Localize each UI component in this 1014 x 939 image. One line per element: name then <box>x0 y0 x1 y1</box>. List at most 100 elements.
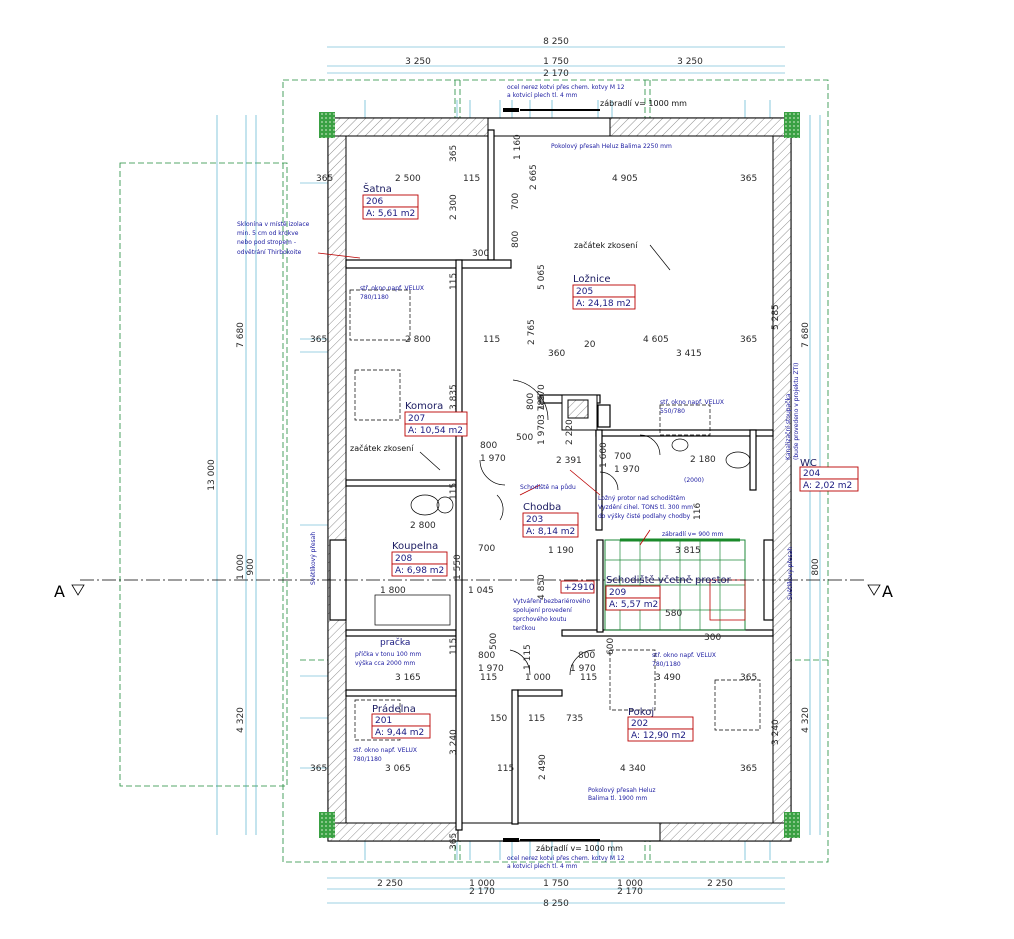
stair-hole-note-3: do výšky čisté podlahy chodby <box>598 513 691 520</box>
insulation-note-4: odvětrání Thirbokoite <box>237 249 302 256</box>
roof-bottom-note-2: Balima tl. 1900 mm <box>588 795 647 802</box>
shower-note-4: terčkou <box>513 625 536 632</box>
velux-note-4: stř. okno napf. VELUX <box>353 747 417 754</box>
dim: 2 490 <box>538 754 548 780</box>
room-area: A: 5,57 m2 <box>609 600 658 610</box>
overall-top-total: 8 250 <box>543 37 569 47</box>
room-area: A: 24,18 m2 <box>576 299 631 309</box>
rail-detail-top-2: a kotvicí plech tl. 4 mm <box>507 92 578 99</box>
dim: 3 815 <box>675 546 701 556</box>
dim: 3 785 <box>537 394 547 420</box>
dim: 365 <box>449 145 459 162</box>
dim: 365 <box>740 764 757 774</box>
insulation-note-1: Sklonína v místě izolace <box>237 221 310 228</box>
right-middle: 800 <box>811 558 821 575</box>
skylight-left-note: Světlíkový přesah <box>310 532 317 585</box>
bottom-seg-3: 1 750 <box>543 879 569 889</box>
stair-note: Schodiště na půdu <box>520 484 576 491</box>
fixtures <box>349 289 761 741</box>
dim: 115 <box>449 638 459 655</box>
dim: 1 600 <box>599 442 609 468</box>
velux-size-3: 780/1180 <box>652 661 681 668</box>
dim: 116 <box>693 503 703 520</box>
laundry-note-1: příčka v tonu 100 mm <box>355 651 421 658</box>
room-schodiste: Schodiště včetně prostor 209 A: 5,57 m2 <box>605 574 732 611</box>
roof-top-note: Pokolový přesah Heluz Balima 2250 mm <box>551 143 672 150</box>
room-wc: WC 204 A: 2,02 m2 <box>799 458 859 492</box>
dim: 1 115 <box>523 644 533 670</box>
dim: 1 970 <box>478 664 504 674</box>
dim: 300 <box>472 249 489 259</box>
row3-dims: 360 20 3 415 <box>548 340 702 359</box>
left-middle-2: 900 <box>246 558 256 575</box>
railing-bottom-note: zábradlí v= 1000 mm <box>536 844 623 853</box>
dim: 500 <box>516 433 533 443</box>
room-number: 205 <box>576 287 593 297</box>
dim: 1 970 <box>537 384 547 410</box>
room-pokoj: Pokoj 202 A: 12,90 m2 <box>627 707 694 742</box>
dim: 3 240 <box>771 719 781 745</box>
dim: 700 <box>511 193 521 210</box>
room-name: Prádelna <box>372 703 416 715</box>
dim: 1 970 <box>537 419 547 445</box>
room-name: Koupelna <box>392 541 438 552</box>
dim: 500 <box>489 633 499 650</box>
top-inner: 2 170 <box>543 69 569 79</box>
bevel-note-1: začátek zkosení <box>574 240 638 250</box>
left-middle: 1 000 <box>236 554 246 580</box>
dim: 2 180 <box>690 455 716 465</box>
velux-note-2: stř. okno napf. VELUX <box>660 399 724 406</box>
room-number: 201 <box>375 716 392 726</box>
room-area: A: 9,44 m2 <box>375 728 424 738</box>
dim: 20 <box>584 340 596 350</box>
misc-dims: 300 800 1 970 800 1 970 500 1 970 2 220 … <box>380 249 781 745</box>
room-area: A: 10,54 m2 <box>408 426 463 436</box>
dim: 1 045 <box>468 586 494 596</box>
stair-rail-note: zábradlí v= 900 mm <box>662 531 724 538</box>
section-mark-right: A <box>882 582 893 601</box>
dim: 2 220 <box>565 419 575 445</box>
dim: 150 <box>490 714 507 724</box>
dim: 3 490 <box>655 673 681 683</box>
dim: 2 800 <box>410 521 436 531</box>
dim: 4 340 <box>620 764 646 774</box>
top-seg-2: 1 750 <box>543 57 569 67</box>
row1-dims: 365 2 500 115 2 665 4 905 365 <box>316 164 757 190</box>
insulation-note-3: nebo pod stropem - <box>237 239 296 246</box>
rail-detail-top-1: ocel nerez kotvi přes chem. kotvy M 12 <box>507 84 625 91</box>
left-total: 13 000 <box>207 459 217 491</box>
room-area: A: 5,61 m2 <box>366 209 415 219</box>
rail-detail-bottom-1: ocel nerez kotvi přes chem. kotvy M 12 <box>507 855 625 862</box>
dim: 700 <box>478 544 495 554</box>
room-name: WC <box>800 458 817 469</box>
left-top: 7 680 <box>236 322 246 348</box>
velux-note-1: stř. okno napf. VELUX <box>360 285 424 292</box>
vertical-dims-2: 1 160 700 800 5 065 3 785 <box>511 134 547 420</box>
room-name: Šatna <box>363 182 392 195</box>
dim: 365 <box>316 174 333 184</box>
level-mark: +2910 <box>564 583 595 593</box>
right-bottom: 4 320 <box>801 707 811 733</box>
room-name: Chodba <box>523 502 561 513</box>
right-top: 7 680 <box>801 322 811 348</box>
dim: 2 800 <box>405 335 431 345</box>
dim: 365 <box>310 335 327 345</box>
shower-note-2: spolujení provedení <box>513 607 572 614</box>
skylight-right-note: Světlíkový přesah <box>787 547 794 600</box>
room-number: 207 <box>408 414 425 424</box>
room-satna: Šatna 206 A: 5,61 m2 <box>362 182 419 220</box>
velux-size-4: 780/1180 <box>353 756 382 763</box>
dim: 115 <box>449 273 459 290</box>
room-area: A: 12,90 m2 <box>631 731 686 741</box>
dim: 115 <box>497 764 514 774</box>
top-seg-1: 3 250 <box>405 57 431 67</box>
dim: 365 <box>740 335 757 345</box>
dim: 115 <box>483 335 500 345</box>
rail-detail-bottom-2: a kotvicí plech tl. 4 mm <box>507 863 578 870</box>
dim: 700 <box>614 452 631 462</box>
room-pradelna: Prádelna 201 A: 9,44 m2 <box>371 703 431 739</box>
stair-hole-note-2: Vyzdění cihel. TONS tl. 300 mm <box>598 504 693 511</box>
room-area: A: 6,98 m2 <box>395 566 444 576</box>
dim: 115 <box>580 673 597 683</box>
laundry-note-2: výška cca 2000 mm <box>355 660 415 667</box>
